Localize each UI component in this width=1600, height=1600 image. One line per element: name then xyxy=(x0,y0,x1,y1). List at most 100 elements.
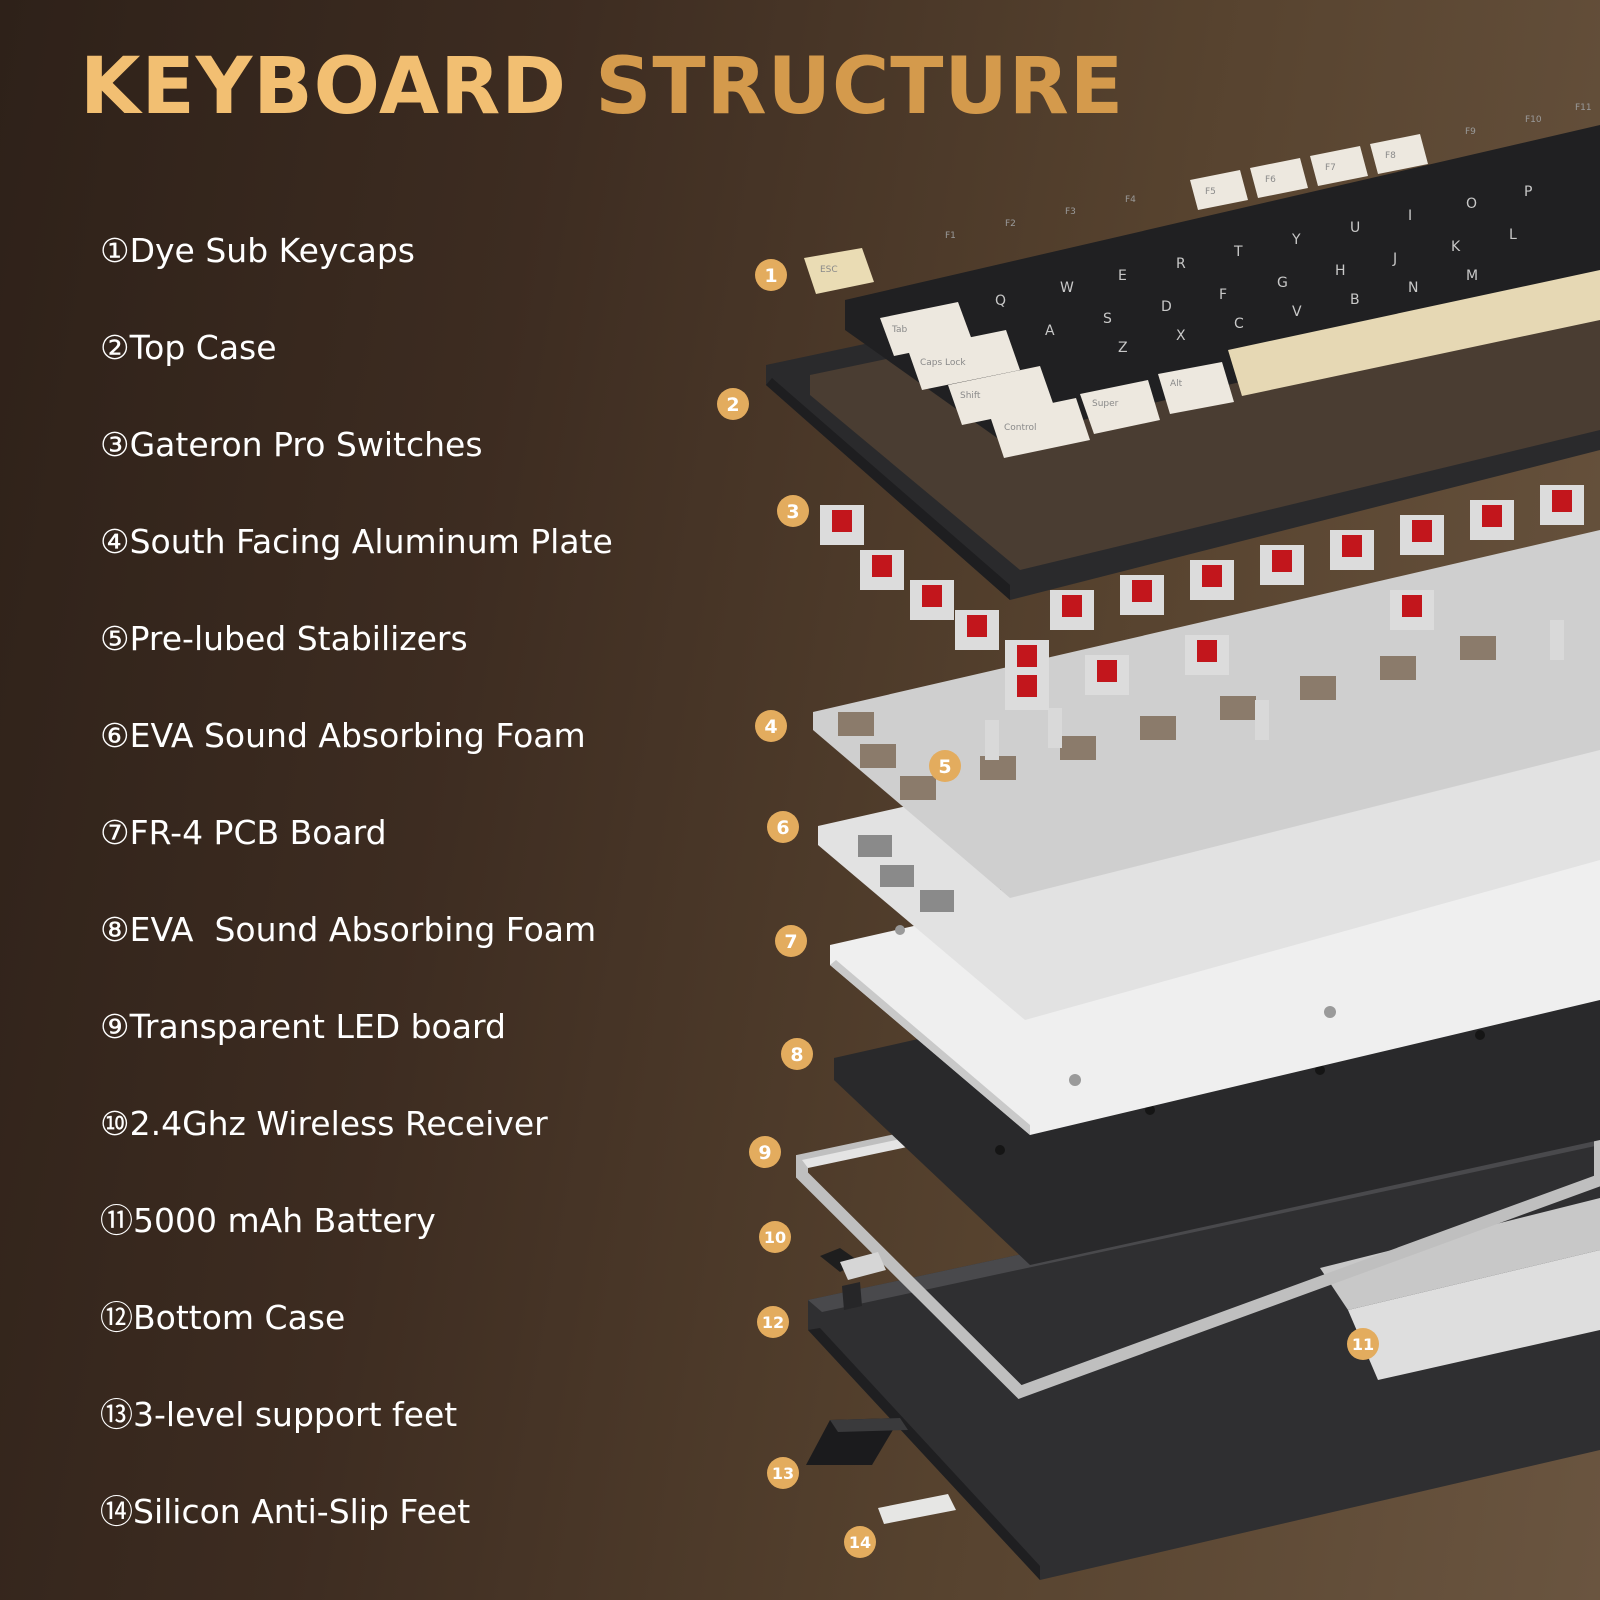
key-legend-h: H xyxy=(1335,263,1346,279)
f5-legend: F5 xyxy=(1205,187,1216,197)
component-label: 2.4Ghz Wireless Receiver xyxy=(129,1104,548,1143)
key-legend-n: N xyxy=(1408,280,1418,296)
component-item: ⑭Silicon Anti-Slip Feet xyxy=(100,1495,613,1592)
component-number: ⑩ xyxy=(100,1104,130,1143)
key-legend-l: L xyxy=(1509,227,1517,243)
component-label: FR-4 PCB Board xyxy=(129,813,387,852)
callout-badge: 11 xyxy=(1347,1328,1379,1360)
component-item: ⑩2.4Ghz Wireless Receiver xyxy=(100,1107,613,1204)
component-item: ⑪5000 mAh Battery xyxy=(100,1204,613,1301)
key-legend-i: I xyxy=(1408,208,1412,224)
component-number: ⑪ xyxy=(100,1201,133,1240)
battery xyxy=(1320,1198,1600,1380)
switch xyxy=(955,610,999,650)
svg-text:13: 13 xyxy=(772,1464,794,1483)
callout-badge: 14 xyxy=(844,1526,876,1558)
wireless-receiver xyxy=(820,1248,886,1280)
light-keycaps xyxy=(880,134,1428,458)
component-number: ② xyxy=(100,328,130,367)
switch xyxy=(1330,530,1374,570)
key-legend-t: T xyxy=(1233,244,1243,260)
component-label: 3-level support feet xyxy=(133,1395,458,1434)
component-item: ⑧EVA Sound Absorbing Foam xyxy=(100,913,613,1010)
component-item: ①Dye Sub Keycaps xyxy=(100,234,613,331)
component-list: ①Dye Sub Keycaps ②Top Case ③Gateron Pro … xyxy=(100,234,613,1592)
f7-legend: F7 xyxy=(1325,163,1336,173)
key-legend-j: J xyxy=(1392,251,1397,267)
key-legend-u: U xyxy=(1350,220,1360,236)
key-legend-o: O xyxy=(1466,196,1477,212)
stabilizers xyxy=(985,620,1564,760)
switch xyxy=(1260,545,1304,585)
control-legend: Control xyxy=(1004,423,1037,433)
key-legend-a: A xyxy=(1045,323,1055,339)
component-number: ⑫ xyxy=(100,1298,133,1337)
component-number: ③ xyxy=(100,425,130,464)
callout-badge: 13 xyxy=(767,1457,799,1489)
component-item: ②Top Case xyxy=(100,331,613,428)
f1-legend: F1 xyxy=(945,231,956,241)
switch xyxy=(1120,575,1164,615)
key-legend-e: E xyxy=(1118,268,1127,284)
component-number: ⑬ xyxy=(100,1395,133,1434)
svg-text:7: 7 xyxy=(784,931,797,953)
callout-badge: 1 xyxy=(755,259,787,291)
f6-legend: F6 xyxy=(1265,175,1276,185)
switch xyxy=(1540,485,1584,525)
component-label: Gateron Pro Switches xyxy=(129,425,483,464)
support-feet xyxy=(806,1418,908,1465)
key-legend-g: G xyxy=(1277,275,1288,291)
caps-legend: Caps Lock xyxy=(920,358,966,368)
svg-text:9: 9 xyxy=(758,1142,771,1164)
title-word-2: STRUCTURE xyxy=(595,42,1125,132)
switch xyxy=(1400,515,1444,555)
page-title: KEYBOARD STRUCTURE xyxy=(80,48,1124,126)
svg-text:3: 3 xyxy=(786,501,799,523)
key-legend-s: S xyxy=(1103,311,1112,327)
component-label: Silicon Anti-Slip Feet xyxy=(133,1492,471,1531)
callout-badges: 1 2 3 4 5 6 7 8 9 10 11 12 13 14 xyxy=(717,259,1379,1558)
switch xyxy=(1390,590,1434,630)
super-legend: Super xyxy=(1092,399,1119,409)
spacebar xyxy=(1228,270,1600,396)
component-label: Pre-lubed Stabilizers xyxy=(129,619,468,658)
svg-text:11: 11 xyxy=(1352,1335,1374,1354)
component-number: ④ xyxy=(100,522,130,561)
component-label: EVA Sound Absorbing Foam xyxy=(129,910,597,949)
switch xyxy=(910,580,954,620)
component-label: Transparent LED board xyxy=(129,1007,506,1046)
callout-badge: 3 xyxy=(777,495,809,527)
title-word-1: KEYBOARD xyxy=(80,42,568,132)
switch xyxy=(860,550,904,590)
f2-legend: F2 xyxy=(1005,219,1016,229)
switches xyxy=(820,485,1584,710)
f10-legend: F10 xyxy=(1525,115,1542,125)
component-item: ⑤Pre-lubed Stabilizers xyxy=(100,622,613,719)
f8-legend: F8 xyxy=(1385,151,1396,161)
component-label: South Facing Aluminum Plate xyxy=(129,522,613,561)
shift-legend: Shift xyxy=(960,391,981,401)
svg-text:5: 5 xyxy=(938,756,951,778)
component-label: Bottom Case xyxy=(133,1298,346,1337)
switch xyxy=(1005,670,1049,710)
component-item: ③Gateron Pro Switches xyxy=(100,428,613,525)
switch xyxy=(1050,590,1094,630)
component-label: 5000 mAh Battery xyxy=(133,1201,436,1240)
component-item: ⑦FR-4 PCB Board xyxy=(100,816,613,913)
f3-legend: F3 xyxy=(1065,207,1076,217)
key-legend-c: C xyxy=(1234,316,1244,332)
component-number: ⑦ xyxy=(100,813,130,852)
callout-badge: 12 xyxy=(757,1306,789,1338)
component-item: ④South Facing Aluminum Plate xyxy=(100,525,613,622)
svg-text:2: 2 xyxy=(726,394,739,416)
callout-badge: 5 xyxy=(929,750,961,782)
callout-badge: 9 xyxy=(749,1136,781,1168)
svg-text:1: 1 xyxy=(764,265,777,287)
key-legend-f: F xyxy=(1219,287,1227,303)
key-legend-q: Q xyxy=(995,293,1006,309)
svg-text:10: 10 xyxy=(764,1228,786,1247)
switch xyxy=(1470,500,1514,540)
key-legend-w: W xyxy=(1060,280,1074,296)
callout-badge: 2 xyxy=(717,388,749,420)
